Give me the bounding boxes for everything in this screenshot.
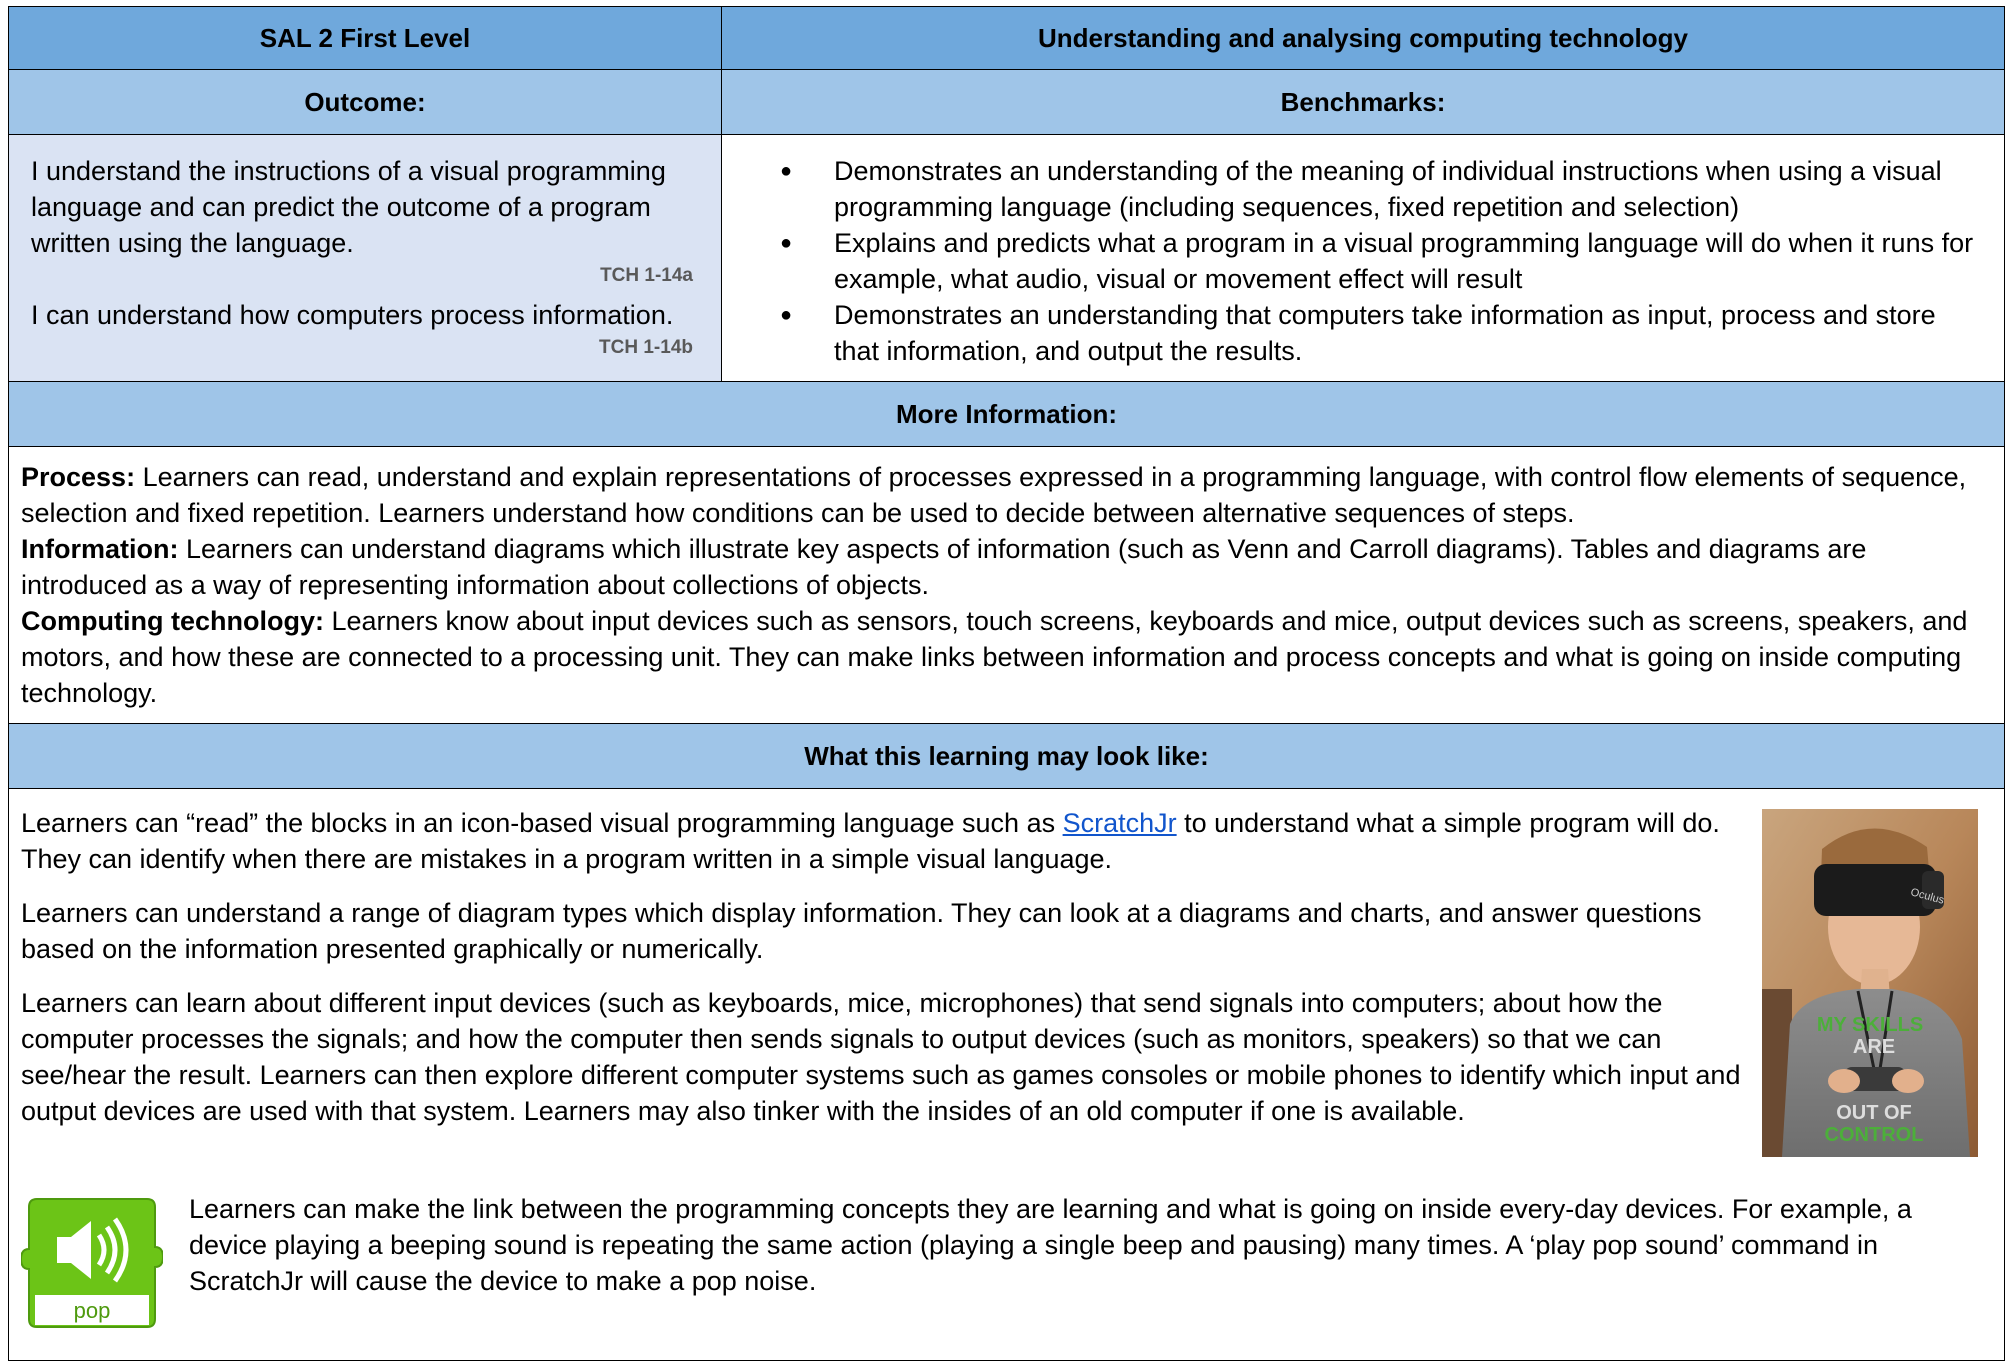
look-text: Learners can “read” the blocks in an ico… xyxy=(21,808,1063,838)
shirt-line: MY SKILLS xyxy=(1817,1014,1923,1036)
info-text: Learners can read, understand and explai… xyxy=(21,462,1967,528)
benchmarks-cell: ● Demonstrates an understanding of the m… xyxy=(721,134,2005,382)
outcome-heading: Outcome: xyxy=(8,69,722,135)
bullet-icon: ● xyxy=(780,304,793,326)
pop-label: pop xyxy=(74,1298,111,1323)
info-text: Learners know about input devices such a… xyxy=(21,606,1968,708)
shirt-line: OUT OF xyxy=(1836,1102,1912,1124)
benchmark-text: Demonstrates an understanding that compu… xyxy=(834,300,1936,366)
benchmark-list: ● Demonstrates an understanding of the m… xyxy=(780,153,1974,369)
outcome-statement: I can understand how computers process i… xyxy=(31,300,674,330)
more-info-heading: More Information: xyxy=(8,381,2005,447)
benchmark-item: ● Demonstrates an understanding that com… xyxy=(780,297,1974,369)
info-paragraph-information: Information: Learners can understand dia… xyxy=(21,531,1988,603)
look-like-cell: Learners can “read” the blocks in an ico… xyxy=(8,788,2005,1361)
look-text: to understand what a simple program will… xyxy=(21,808,1720,874)
look-like-row: Learners can “read” the blocks in an ico… xyxy=(8,788,2005,1361)
shirt-line: CONTROL xyxy=(1825,1124,1924,1146)
more-info-header-row: More Information: xyxy=(8,381,2005,447)
sound-block-icon: pop xyxy=(19,1198,165,1328)
info-label: Computing technology: xyxy=(21,606,324,636)
sal-table: SAL 2 First Level Understanding and anal… xyxy=(8,6,2005,1361)
benchmark-text: Explains and predicts what a program in … xyxy=(834,228,1974,294)
benchmark-item: ● Demonstrates an understanding of the m… xyxy=(780,153,1974,225)
outcome-cell: I understand the instructions of a visua… xyxy=(8,134,722,382)
vr-headset-photo: Oculus MY SKILLS ARE OUT OF CONTROL xyxy=(1762,809,1978,1157)
scratchjr-link[interactable]: ScratchJr xyxy=(1062,808,1177,838)
shirt-line: ARE xyxy=(1853,1036,1895,1058)
title-row: SAL 2 First Level Understanding and anal… xyxy=(8,6,2005,70)
benchmark-text: Demonstrates an understanding of the mea… xyxy=(834,156,1942,222)
look-like-header-row: What this learning may look like: xyxy=(8,723,2005,789)
more-info-row: Process: Learners can read, understand a… xyxy=(8,446,2005,724)
level-heading: SAL 2 First Level xyxy=(8,6,722,70)
organiser-heading: Understanding and analysing computing te… xyxy=(721,6,2005,70)
look-paragraph: Learners can learn about different input… xyxy=(21,988,1741,1126)
benchmarks-heading: Benchmarks: xyxy=(721,69,2005,135)
document: SAL 2 First Level Understanding and anal… xyxy=(8,6,2005,1361)
outcome-benchmark-row: I understand the instructions of a visua… xyxy=(8,134,2005,382)
look-paragraph: Learners can understand a range of diagr… xyxy=(21,898,1702,964)
bullet-icon: ● xyxy=(780,160,793,182)
info-label: Process: xyxy=(21,462,136,492)
benchmark-item: ● Explains and predicts what a program i… xyxy=(780,225,1974,297)
vr-headset-photo-image: Oculus MY SKILLS ARE OUT OF CONTROL xyxy=(1762,809,1978,1157)
play-pop-sound-block: pop xyxy=(19,1197,165,1329)
info-paragraph-computing-technology: Computing technology: Learners know abou… xyxy=(21,603,1988,711)
bullet-icon: ● xyxy=(780,232,793,254)
look-paragraph: Learners can “read” the blocks in an ico… xyxy=(21,805,1761,877)
more-info-cell: Process: Learners can read, understand a… xyxy=(8,446,2005,724)
info-text: Learners can understand diagrams which i… xyxy=(21,534,1867,600)
info-paragraph-process: Process: Learners can read, understand a… xyxy=(21,459,1988,531)
info-label: Information: xyxy=(21,534,179,564)
outcome-statement: I understand the instructions of a visua… xyxy=(31,156,666,258)
look-like-heading: What this learning may look like: xyxy=(8,723,2005,789)
outcome-code: TCH 1-14a xyxy=(600,265,693,286)
outcome-code: TCH 1-14b xyxy=(599,337,693,358)
look-paragraph: Learners can make the link between the p… xyxy=(189,1194,1912,1296)
column-header-row: Outcome: Benchmarks: xyxy=(8,69,2005,135)
